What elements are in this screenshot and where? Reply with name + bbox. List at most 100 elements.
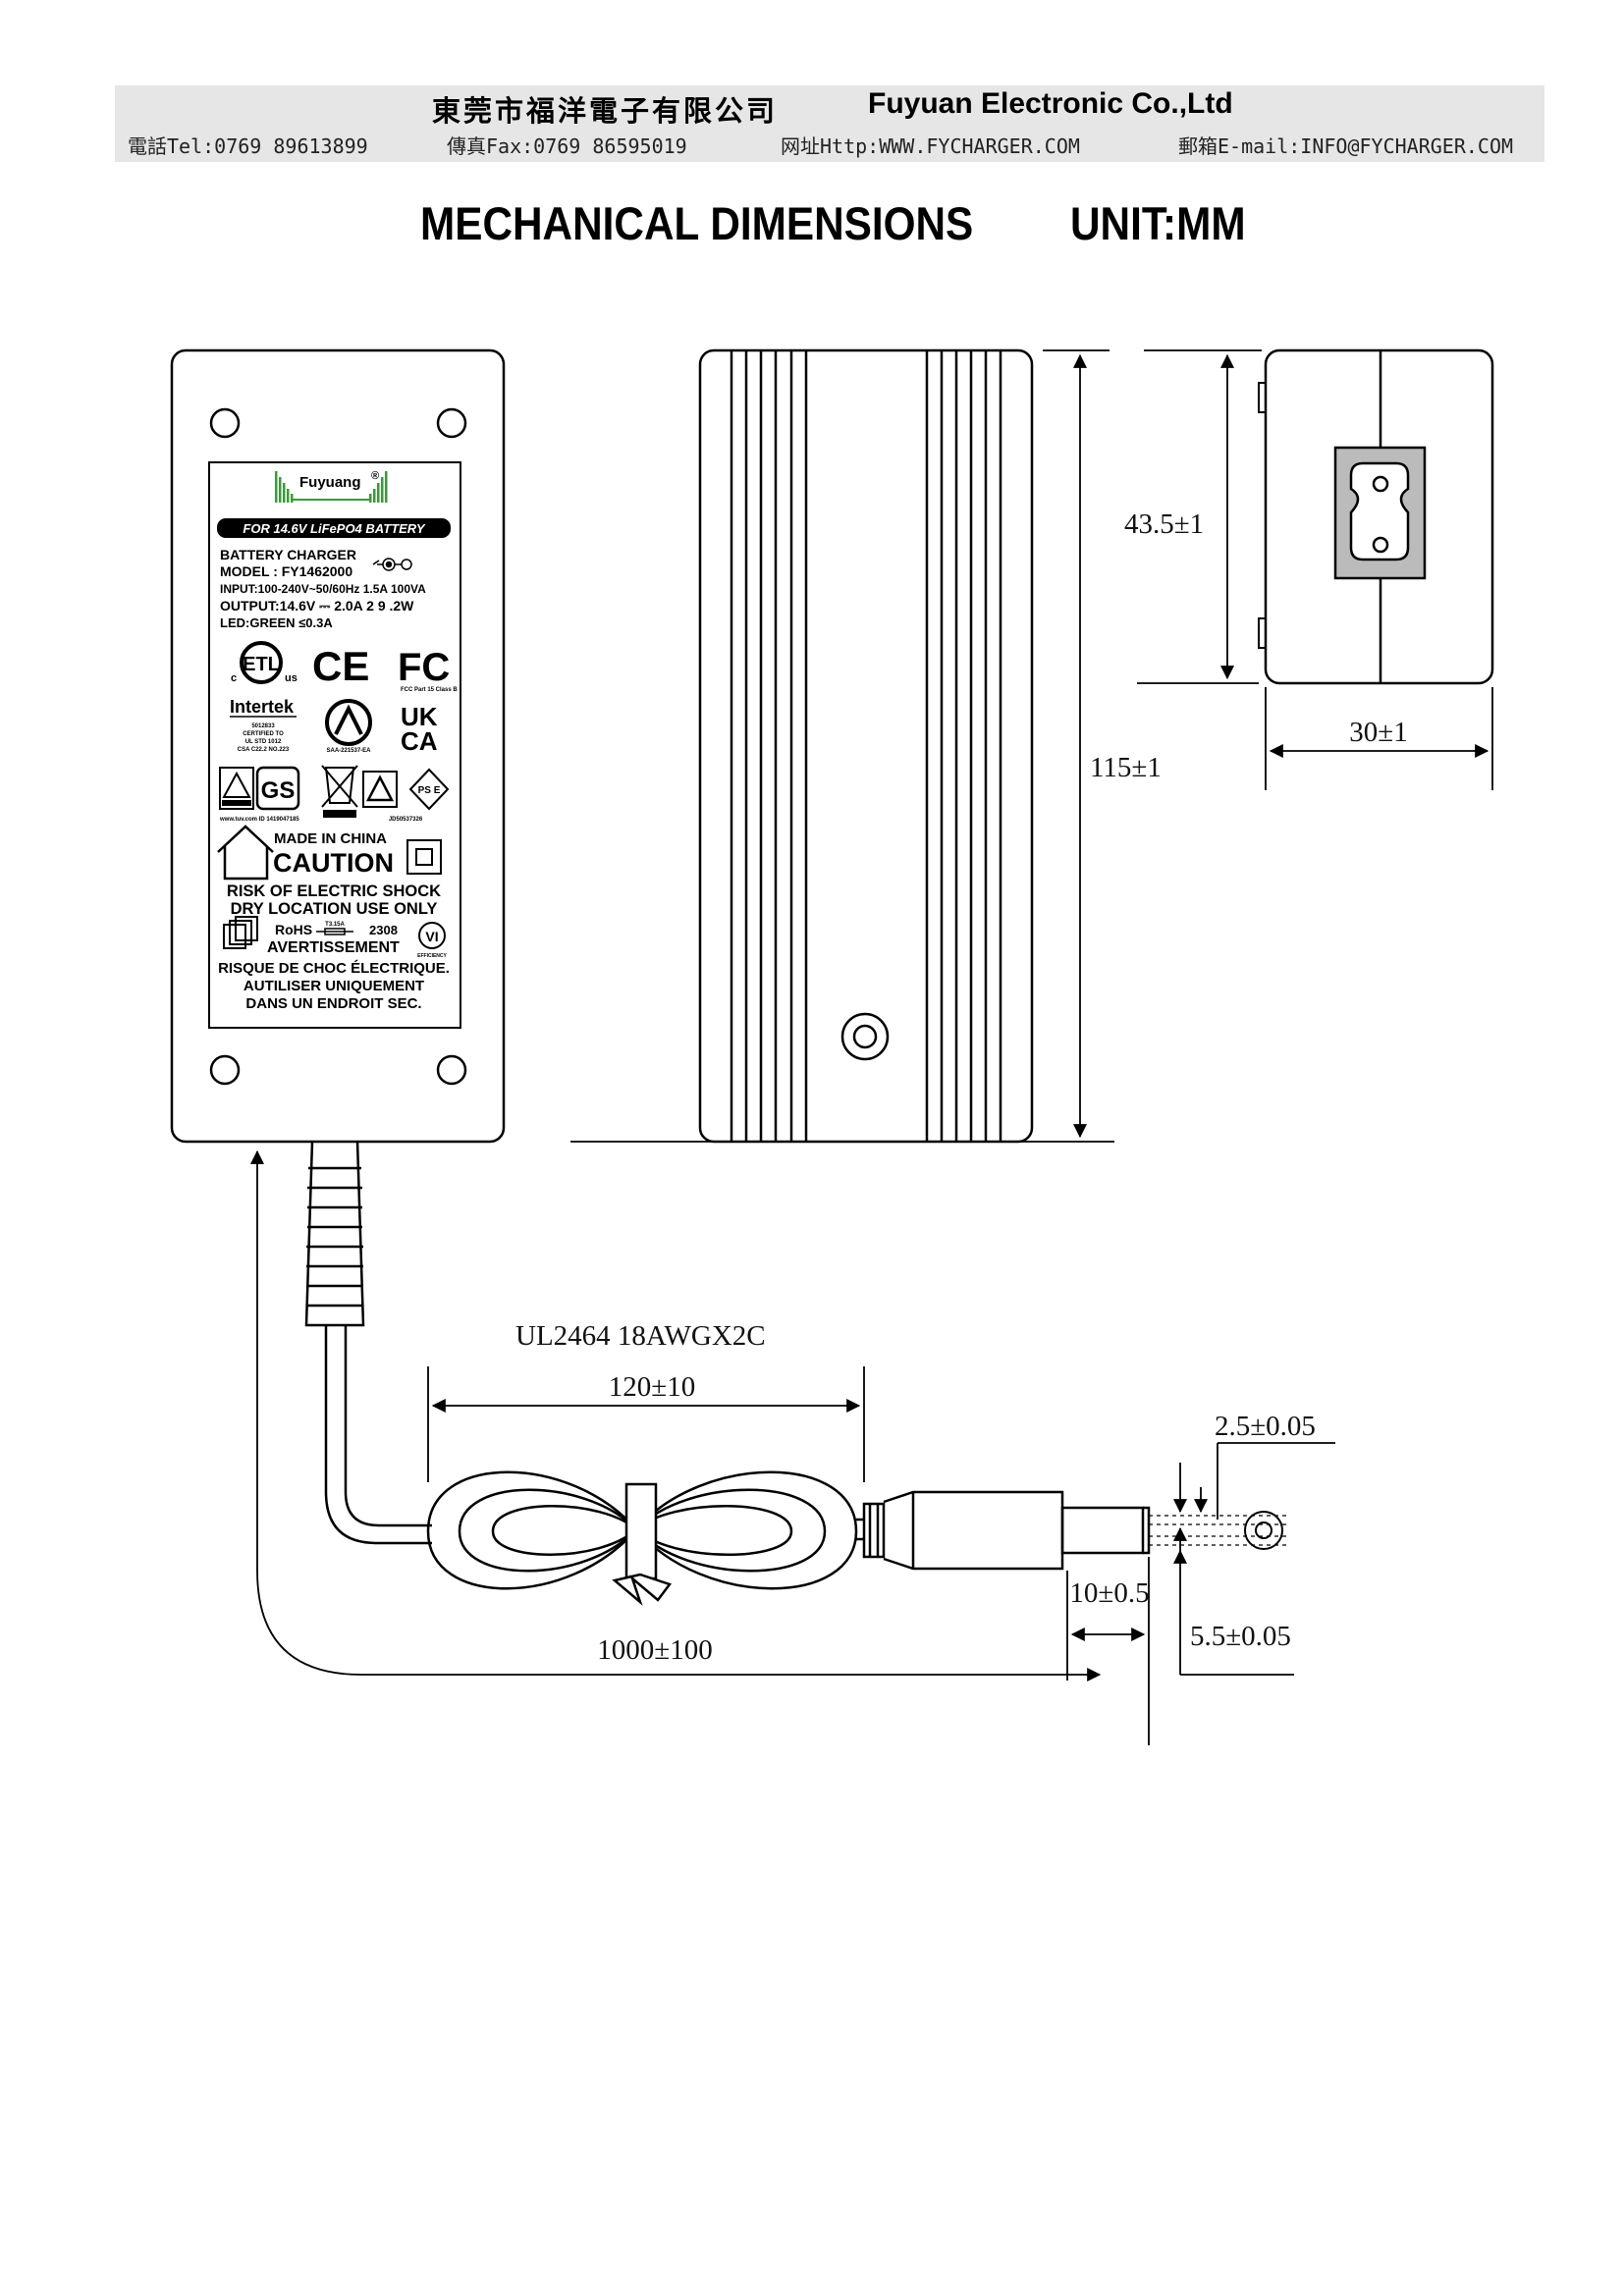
read-manual-book-icon	[223, 916, 258, 949]
battery-banner-text: FOR 14.6V LiFePO4 BATTERY	[243, 521, 426, 536]
caution-text: CAUTION	[273, 848, 394, 878]
company-name-chinese: 東莞市福洋電子有限公司	[432, 94, 779, 128]
registered-mark: ®	[371, 470, 379, 482]
rohs-mark: RoHS	[275, 922, 312, 937]
dimension-width	[1265, 687, 1493, 790]
svg-text:FCC Part 15 Class B: FCC Part 15 Class B	[401, 687, 458, 693]
dimension-inner-diameter-value: 2.5±0.05	[1215, 1411, 1316, 1442]
svg-text:CSA C22.2 NO.223: CSA C22.2 NO.223	[238, 747, 290, 753]
side-screw-inner	[852, 1024, 878, 1049]
weee-bin-icon	[321, 765, 358, 818]
french-use-only: AUTILISER UNIQUEMENT	[244, 978, 424, 994]
risk-electric-shock: RISK OF ELECTRIC SHOCK	[227, 882, 441, 900]
product-label	[208, 461, 461, 1029]
cable-spec: UL2464 18AWGX2C	[515, 1320, 766, 1352]
svg-text:FC: FC	[398, 646, 450, 689]
svg-text:UL STD 1012: UL STD 1012	[245, 739, 282, 745]
front-view	[170, 348, 506, 1144]
svg-text:UK: UK	[401, 702, 438, 731]
gs-mark-icon: GS	[255, 766, 300, 811]
svg-text:PS E: PS E	[418, 785, 441, 796]
ce-mark-icon: CE	[312, 643, 369, 689]
dimension-length-value: 115±1	[1090, 752, 1162, 783]
svg-text:EFFICIENCY: EFFICIENCY	[417, 953, 447, 959]
label-line-led: LED:GREEN ≤0.3A	[220, 615, 333, 630]
dimension-outer-diameter	[1173, 1487, 1294, 1676]
battery-banner	[217, 518, 451, 538]
dry-location-only: DRY LOCATION USE ONLY	[231, 900, 438, 918]
svg-text:c: c	[231, 672, 237, 684]
svg-text:CA: CA	[401, 726, 438, 756]
dimension-cable-length	[250, 1149, 1102, 1682]
mount-hole-top-right	[436, 407, 467, 439]
tuv-triangle-icon	[219, 767, 254, 810]
french-risk: RISQUE DE CHOC ÉLECTRIQUE.	[218, 960, 450, 977]
page-title: MECHANICAL DIMENSIONS	[420, 197, 974, 249]
dc-plug-body	[883, 1490, 1064, 1571]
label-contents: Fuyuang ® FOR 14.6V LiFePO4 BATTERY BATT…	[217, 470, 458, 1012]
dimension-cable-length-value: 1000±100	[597, 1634, 712, 1666]
svg-text:ETL: ETL	[243, 654, 280, 675]
jd-code: JD50537326	[389, 817, 423, 823]
unit-label: UNIT:MM	[1070, 197, 1246, 249]
fuse-icon	[316, 928, 353, 935]
made-in-china: MADE IN CHINA	[274, 830, 387, 847]
label-line-input: INPUT:100-240V~50/60Hz 1.5A 100VA	[220, 582, 426, 596]
fcc-mark-icon: FC FCC Part 15 Class B	[398, 646, 458, 693]
label-line-charger: BATTERY CHARGER	[220, 547, 356, 562]
intertek-mark: Intertek	[230, 697, 295, 717]
dimension-width-value: 30±1	[1349, 717, 1407, 748]
avertissement: AVERTISSEMENT	[267, 939, 400, 956]
double-insulation-icon	[406, 839, 442, 875]
fuse-code: 2308	[369, 923, 398, 937]
safety-triangle-icon	[362, 771, 398, 808]
dimension-height	[1137, 349, 1262, 684]
mount-hole-top-left	[209, 407, 241, 439]
svg-text:5012833: 5012833	[251, 723, 275, 729]
label-line-model: MODEL : FY1462000	[220, 563, 352, 579]
header-band	[115, 85, 1544, 162]
charger-body-end	[1264, 348, 1494, 685]
contact-tel: 電話Tel:0769 89613899	[128, 134, 368, 158]
saa-code: SAA-221537-EA	[326, 748, 371, 754]
rcm-mark-icon	[325, 699, 372, 746]
cable-assembly	[304, 1141, 1151, 1606]
dc-barrel-end-view	[1149, 1511, 1286, 1550]
company-name-english: Fuyuan Electronic Co.,Ltd	[868, 87, 1233, 120]
dimension-height-value: 43.5±1	[1124, 508, 1204, 540]
fuyuang-logo-icon	[275, 471, 388, 503]
svg-text:GS: GS	[261, 777, 296, 804]
side-view	[570, 348, 1114, 1144]
label-line-output: OUTPUT:14.6V ⎓ 2.0A 2 9 .2W	[220, 598, 414, 614]
svg-text:us: us	[285, 672, 298, 684]
ukca-mark-icon: UK CA	[401, 702, 438, 756]
dc-barrel	[1060, 1506, 1145, 1555]
dimension-plug-length	[1066, 1557, 1150, 1745]
end-view	[1258, 348, 1494, 685]
dimension-inner-diameter	[1173, 1442, 1335, 1561]
charger-body-front	[170, 348, 506, 1144]
mount-hole-bottom-left	[209, 1054, 241, 1086]
dimension-length	[1043, 349, 1110, 1139]
fuse-rating: T3.15A	[325, 922, 345, 928]
dimension-outer-diameter-value: 5.5±0.05	[1190, 1621, 1291, 1652]
contact-web: 网址Http:WWW.FYCHARGER.COM	[781, 134, 1080, 158]
svg-text:CE: CE	[312, 643, 369, 689]
etl-mark-icon: ETL c us	[231, 641, 298, 684]
cable-tie	[624, 1482, 658, 1580]
contact-email: 郵箱E-mail:INFO@FYCHARGER.COM	[1178, 134, 1514, 158]
charger-body-side	[698, 348, 1034, 1144]
svg-text:CERTIFIED TO: CERTIFIED TO	[243, 731, 284, 737]
polarity-icon	[372, 558, 412, 571]
mount-hole-bottom-right	[436, 1054, 467, 1086]
pse-mark-icon: PS E	[408, 768, 450, 811]
dimension-coil-value: 120±10	[609, 1371, 695, 1403]
indoor-use-house-icon	[217, 825, 274, 881]
side-screw-outer	[840, 1012, 890, 1061]
contact-fax: 傳真Fax:0769 86595019	[447, 134, 687, 158]
dimension-plug-length-value: 10±0.5	[1069, 1577, 1149, 1609]
french-dry-location: DANS UN ENDROIT SEC.	[245, 995, 421, 1012]
brand-name: Fuyuang	[299, 474, 361, 491]
svg-text:VI: VI	[425, 929, 438, 944]
